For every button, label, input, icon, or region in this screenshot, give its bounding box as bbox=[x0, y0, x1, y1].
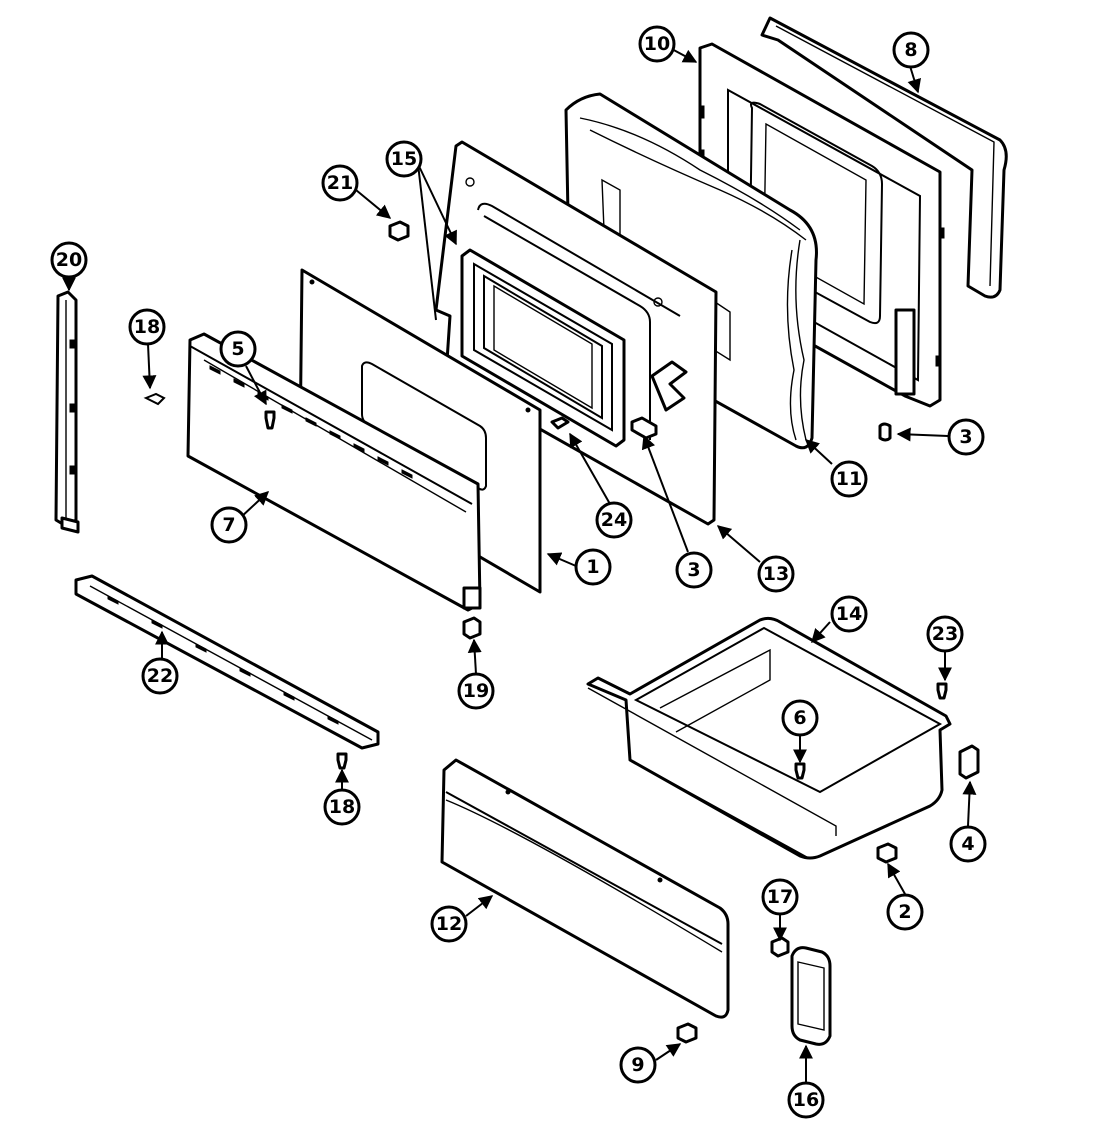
callout-18b-label: 18 bbox=[329, 796, 355, 818]
callout-13: 13 bbox=[757, 555, 795, 593]
callout-18a: 18 bbox=[128, 308, 166, 346]
callout-2-label: 2 bbox=[898, 901, 911, 923]
callout-22: 22 bbox=[141, 657, 179, 695]
callout-4: 4 bbox=[949, 825, 987, 863]
part-door-insulation bbox=[564, 92, 818, 450]
callout-15-label: 15 bbox=[391, 148, 417, 170]
callout-23-label: 23 bbox=[932, 623, 958, 645]
callout-17: 17 bbox=[761, 878, 799, 916]
callout-14: 14 bbox=[830, 595, 868, 633]
callout-8: 8 bbox=[892, 31, 930, 69]
callout-16-label: 16 bbox=[793, 1089, 819, 1111]
callout-21: 21 bbox=[321, 164, 359, 202]
callout-12: 12 bbox=[430, 905, 468, 943]
callout-10: 10 bbox=[638, 25, 676, 63]
part-drawer bbox=[586, 616, 952, 860]
callout-15: 15 bbox=[385, 140, 423, 178]
callout-9-label: 9 bbox=[631, 1054, 644, 1076]
callout-11: 11 bbox=[830, 460, 868, 498]
small-hardware bbox=[143, 220, 980, 1044]
callout-5-label: 5 bbox=[231, 338, 244, 360]
callout-3b: 3 bbox=[675, 551, 713, 589]
callout-3b-label: 3 bbox=[687, 559, 700, 581]
callout-21-label: 21 bbox=[327, 172, 353, 194]
callout-8-label: 8 bbox=[904, 39, 917, 61]
callout-1-label: 1 bbox=[586, 556, 599, 578]
callout-24-label: 24 bbox=[601, 509, 627, 531]
callout-10-label: 10 bbox=[644, 33, 670, 55]
callout-18a-label: 18 bbox=[134, 316, 160, 338]
part-drawer-front bbox=[440, 758, 730, 1019]
callout-14-label: 14 bbox=[836, 603, 862, 625]
callout-16: 16 bbox=[787, 1081, 825, 1119]
callout-4-label: 4 bbox=[961, 833, 974, 855]
part-door-gasket bbox=[760, 16, 1008, 299]
callout-6-label: 6 bbox=[793, 707, 806, 729]
callout-3a: 3 bbox=[947, 418, 985, 456]
callout-20-label: 20 bbox=[56, 249, 82, 271]
callout-18b: 18 bbox=[323, 788, 361, 826]
callout-5: 5 bbox=[219, 330, 257, 368]
leader-lines bbox=[62, 47, 977, 1082]
callout-20: 20 bbox=[50, 241, 88, 279]
callout-19: 19 bbox=[457, 672, 495, 710]
part-window-frame bbox=[460, 248, 626, 448]
callout-7: 7 bbox=[210, 506, 248, 544]
callout-11-label: 11 bbox=[836, 468, 862, 490]
callout-19-label: 19 bbox=[463, 680, 489, 702]
part-side-trim bbox=[54, 290, 80, 534]
callout-23: 23 bbox=[926, 615, 964, 653]
callout-3a-label: 3 bbox=[959, 426, 972, 448]
callout-7-label: 7 bbox=[222, 514, 235, 536]
callout-13-label: 13 bbox=[763, 563, 789, 585]
callout-22-label: 22 bbox=[147, 665, 173, 687]
callout-12-label: 12 bbox=[436, 913, 462, 935]
callout-9: 9 bbox=[619, 1046, 657, 1084]
callout-2: 2 bbox=[886, 893, 924, 931]
callout-6: 6 bbox=[781, 699, 819, 737]
callout-1: 1 bbox=[574, 548, 612, 586]
callout-17-label: 17 bbox=[767, 886, 793, 908]
part-vertical-trim bbox=[790, 946, 832, 1046]
callout-24: 24 bbox=[595, 501, 633, 539]
part-drawer-trim bbox=[74, 574, 380, 750]
